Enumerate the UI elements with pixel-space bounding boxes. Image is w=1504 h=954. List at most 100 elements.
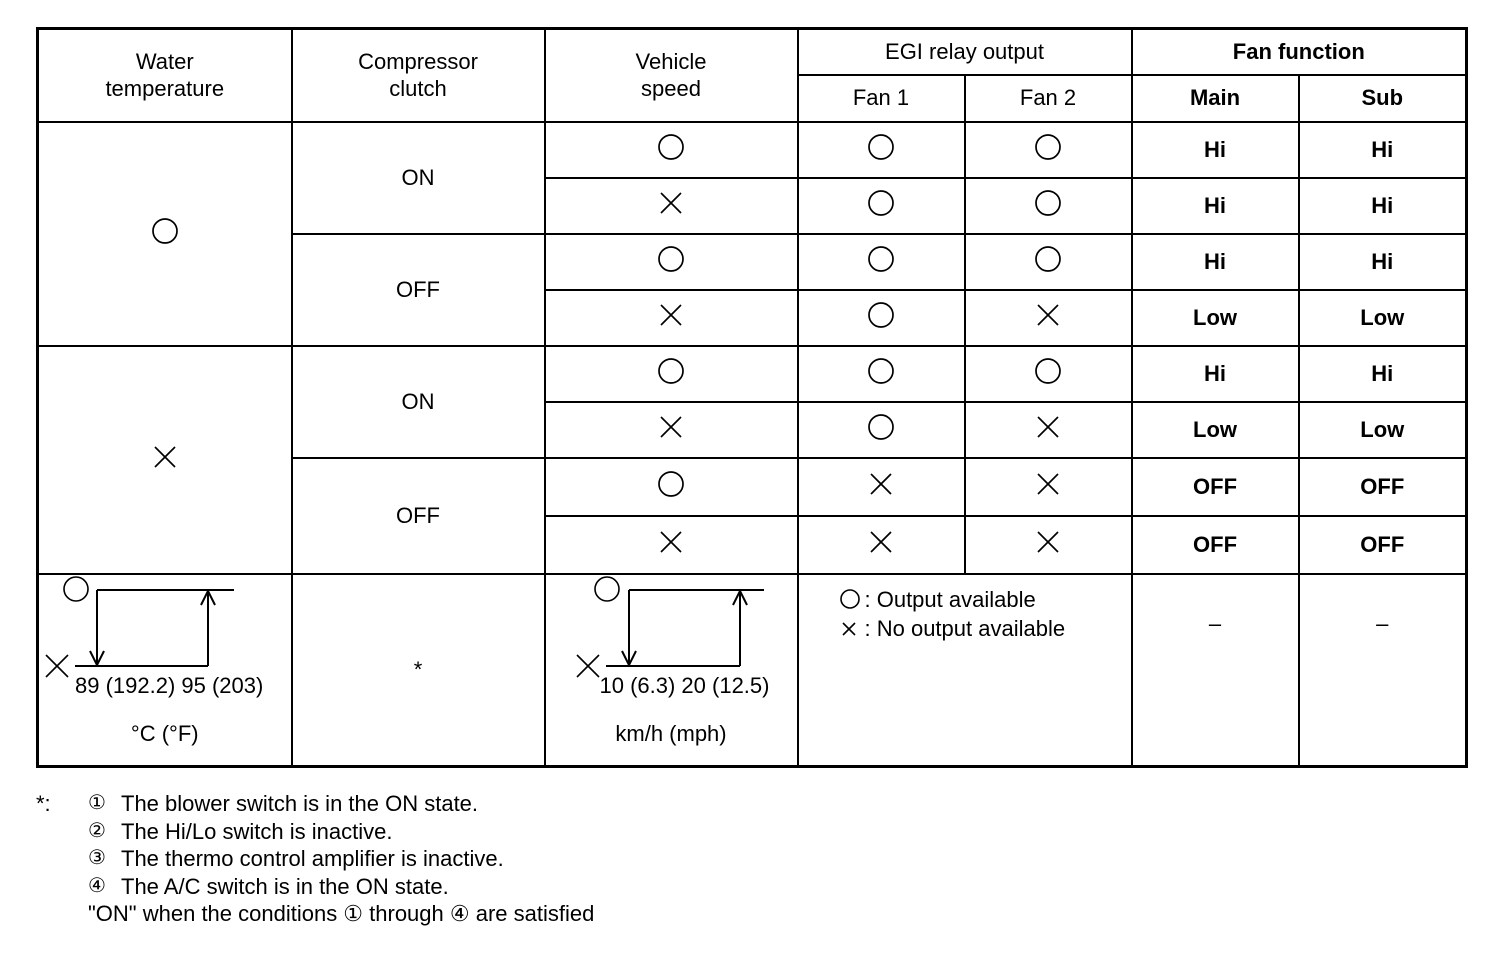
fan2-cell <box>963 288 1133 347</box>
sub-cell: Hi <box>1297 176 1468 235</box>
fan2-symbol-icon <box>1033 132 1063 168</box>
main-cell: Hi <box>1130 176 1300 235</box>
speed-cell <box>543 176 799 235</box>
sub-cell: Hi <box>1297 120 1468 179</box>
speed-cell <box>543 288 799 347</box>
table-row: ON Hi Hi <box>36 120 1468 347</box>
fan1-cell <box>796 120 966 179</box>
main-cell: OFF <box>1130 514 1300 575</box>
fan1-symbol-icon <box>866 132 896 168</box>
table-row: Low Low <box>38 288 1468 347</box>
fan2-symbol-icon <box>1033 244 1063 280</box>
fan2-symbol-icon <box>1033 356 1063 392</box>
fan2-symbol-icon <box>1033 300 1063 336</box>
water-temp-values: 89 (192.2) 95 (203) <box>75 672 264 698</box>
fan2-cell <box>963 176 1133 235</box>
fan1-symbol-icon <box>866 356 896 392</box>
main-cell: Hi <box>1130 344 1300 403</box>
header-egi-relay-output: EGI relay output <box>796 27 1133 76</box>
fan1-cell <box>796 514 966 575</box>
clutch-cell: ON <box>290 120 546 235</box>
legend-no-output: : No output available <box>839 614 1131 643</box>
footnote-marker: *: <box>36 791 51 816</box>
water-temp-circle-cell <box>36 120 293 347</box>
clutch-footnote-mark: * <box>290 572 546 767</box>
symbol-legend: : Output available : No output available <box>796 572 1133 767</box>
main-cell: OFF <box>1130 456 1300 517</box>
header-fan2: Fan 2 <box>963 73 1133 123</box>
water-temp-unit: °C (°F) <box>130 720 199 746</box>
clutch-cell: OFF <box>290 456 546 575</box>
water-temp-hysteresis-diagram <box>45 575 234 678</box>
vehicle-speed-values: 10 (6.3) 20 (12.5) <box>599 672 770 698</box>
speed-cell <box>543 232 799 291</box>
speed-symbol-icon <box>656 356 686 392</box>
fan1-cell <box>796 176 966 235</box>
footnote-summary: "ON" when the conditions ① through ④ are… <box>88 901 595 926</box>
sub-cell: Low <box>1297 288 1468 347</box>
fan1-cell <box>796 456 966 517</box>
circle-legend-icon <box>839 589 860 609</box>
speed-cell <box>543 456 799 517</box>
water-temp-cross-cell <box>36 344 293 575</box>
header-main: Main <box>1130 73 1300 123</box>
fan2-cell <box>963 120 1133 179</box>
fan2-cell <box>963 344 1133 403</box>
fan2-cell <box>963 456 1133 517</box>
table-row: OFF OFF OFF <box>38 456 1468 575</box>
fan2-symbol-icon <box>1033 527 1063 563</box>
sub-cell: Low <box>1297 400 1468 459</box>
clutch-cell: ON <box>290 344 546 459</box>
fan1-symbol-icon <box>866 469 896 505</box>
speed-cell <box>543 120 799 179</box>
fan1-symbol-icon <box>866 188 896 224</box>
fan1-symbol-icon <box>866 244 896 280</box>
fan1-symbol-icon <box>866 300 896 336</box>
table-row: Low Low <box>38 400 1468 459</box>
fan2-cell <box>963 514 1133 575</box>
fan1-cell <box>796 288 966 347</box>
vehicle-speed-hysteresis-diagram <box>575 575 764 678</box>
fan2-symbol-icon <box>1033 469 1063 505</box>
clutch-cell: OFF <box>290 232 546 347</box>
water-temp-hysteresis-cell: 89 (192.2) 95 (203) °C (°F) <box>36 572 293 767</box>
fan2-cell <box>963 400 1133 459</box>
table-row: Hi Hi <box>38 176 1468 235</box>
fan2-cell <box>963 232 1133 291</box>
fan1-cell <box>796 232 966 291</box>
table-row: OFF OFF <box>38 514 1468 575</box>
fan1-cell <box>796 400 966 459</box>
main-cell: Low <box>1130 288 1300 347</box>
sub-cell: OFF <box>1297 456 1468 517</box>
speed-symbol-icon <box>656 300 686 336</box>
table-row: ON Hi Hi <box>36 344 1468 575</box>
cross-symbol-icon <box>150 442 180 478</box>
main-cell: Low <box>1130 400 1300 459</box>
main-footer-dash: – <box>1130 572 1300 767</box>
speed-symbol-icon <box>656 412 686 448</box>
fan1-symbol-icon <box>866 527 896 563</box>
speed-symbol-icon <box>656 244 686 280</box>
vehicle-speed-unit: km/h (mph) <box>615 720 727 746</box>
cross-legend-icon <box>841 622 856 636</box>
vehicle-speed-hysteresis-cell: 10 (6.3) 20 (12.5) km/h (mph) <box>543 572 799 767</box>
main-cell: Hi <box>1130 120 1300 179</box>
circle-symbol-icon <box>150 216 180 252</box>
main-cell: Hi <box>1130 232 1300 291</box>
fan2-symbol-icon <box>1033 412 1063 448</box>
speed-symbol-icon <box>656 527 686 563</box>
header-fan-function: Fan function <box>1130 27 1468 76</box>
speed-symbol-icon <box>656 469 686 505</box>
header-sub: Sub <box>1297 73 1468 123</box>
sub-cell: Hi <box>1297 344 1468 403</box>
sub-cell: OFF <box>1297 514 1468 575</box>
speed-cell <box>543 400 799 459</box>
footer-row: 89 (192.2) 95 (203) °C (°F) * 10 (6.3) <box>36 572 1468 767</box>
